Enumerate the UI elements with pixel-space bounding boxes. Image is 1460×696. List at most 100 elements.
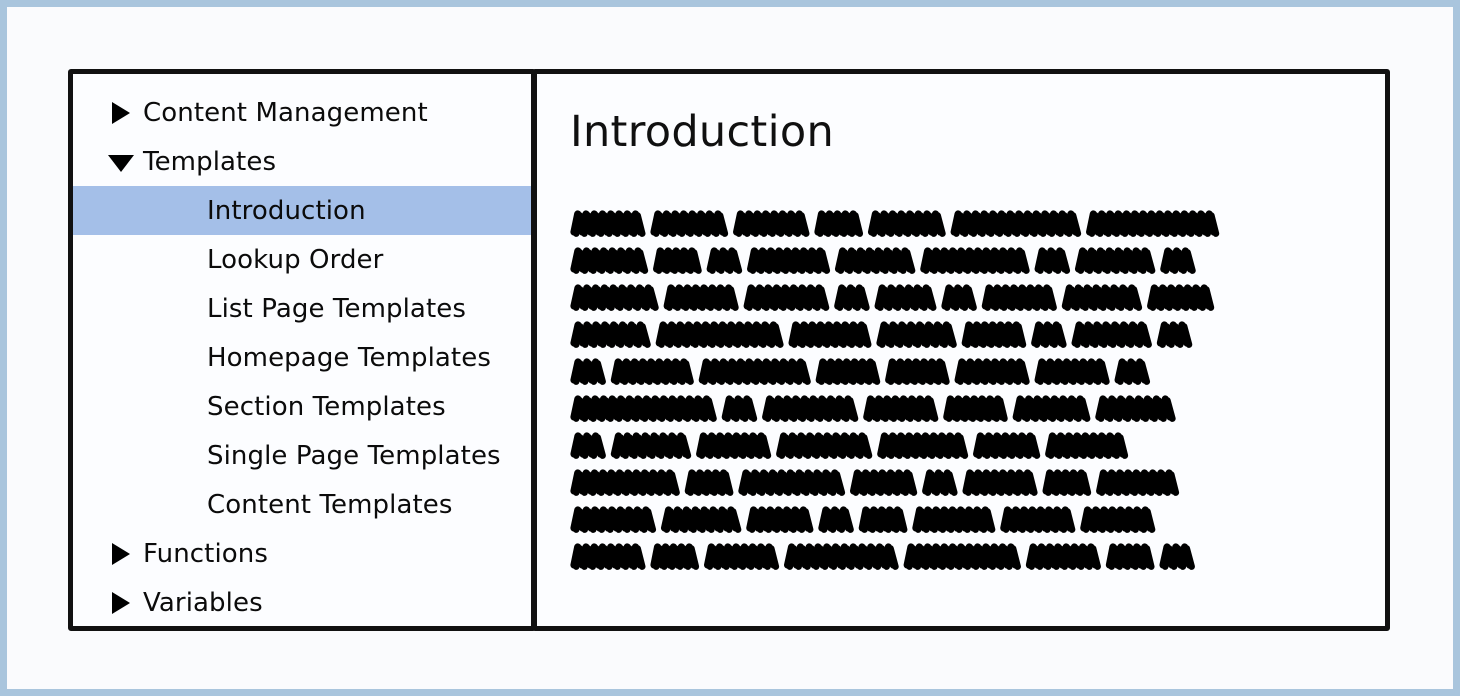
placeholder-word (698, 434, 772, 460)
placeholder-word (572, 212, 646, 238)
placeholder-word (746, 286, 830, 312)
placeholder-word (613, 360, 694, 386)
content-panel: Introduction (532, 69, 1390, 631)
sidebar-item-single-page-templates[interactable]: Single Page Templates (73, 431, 531, 480)
sidebar-item-content-templates[interactable]: Content Templates (73, 480, 531, 529)
placeholder-word (655, 249, 702, 275)
placeholder-word (984, 286, 1057, 312)
placeholder-word (724, 397, 758, 423)
sidebar-item-homepage-templates[interactable]: Homepage Templates (73, 333, 531, 382)
placeholder-word (1015, 397, 1091, 423)
placeholder-word (1088, 212, 1220, 238)
placeholder-text-line (570, 242, 1359, 279)
placeholder-word (613, 434, 692, 460)
sidebar-item-label: Homepage Templates (207, 342, 491, 373)
placeholder-word (943, 286, 977, 312)
sidebar-item-label: Lookup Order (207, 244, 384, 275)
placeholder-word (1082, 508, 1156, 534)
placeholder-word (879, 434, 969, 460)
sidebar-item-label: Functions (143, 538, 269, 569)
placeholder-text-line (570, 501, 1359, 538)
sidebar-item-introduction[interactable]: Introduction (73, 186, 531, 235)
placeholder-word (953, 212, 1082, 238)
sidebar-item-list-page-templates[interactable]: List Page Templates (73, 284, 531, 333)
sidebar-item-label: Templates (143, 146, 277, 177)
sidebar-item-label: Single Page Templates (207, 440, 501, 471)
placeholder-word (837, 249, 916, 275)
placeholder-word (870, 212, 946, 238)
placeholder-word (748, 508, 814, 534)
placeholder-word (572, 397, 717, 423)
placeholder-word (852, 471, 918, 497)
placeholder-word (658, 323, 784, 349)
placeholder-word (1117, 360, 1151, 386)
placeholder-word (964, 471, 1038, 497)
placeholder-word (820, 508, 854, 534)
placeholder-word (914, 508, 996, 534)
placeholder-word (572, 545, 646, 571)
triangle-down-icon[interactable] (108, 149, 134, 175)
placeholder-text-line (570, 390, 1359, 427)
placeholder-body-text (570, 205, 1359, 575)
placeholder-word (687, 471, 734, 497)
page-title: Introduction (570, 107, 834, 157)
placeholder-word (922, 249, 1030, 275)
placeholder-word (572, 249, 649, 275)
placeholder-word (701, 360, 811, 386)
placeholder-word (906, 545, 1021, 571)
sidebar-item-templates[interactable]: Templates (73, 137, 531, 186)
placeholder-word (964, 323, 1027, 349)
placeholder-word (749, 249, 831, 275)
placeholder-word (764, 397, 859, 423)
placeholder-word (1097, 397, 1176, 423)
placeholder-word (778, 434, 873, 460)
placeholder-word (1162, 249, 1196, 275)
triangle-right-icon[interactable] (108, 590, 134, 616)
placeholder-word (945, 397, 1008, 423)
placeholder-word (836, 286, 870, 312)
placeholder-word (572, 471, 680, 497)
placeholder-word (709, 249, 743, 275)
placeholder-word (816, 212, 864, 238)
placeholder-word (663, 508, 742, 534)
sidebar-item-functions[interactable]: Functions (73, 529, 531, 578)
placeholder-text-line (570, 353, 1359, 390)
placeholder-word (861, 508, 908, 534)
placeholder-text-line (570, 279, 1359, 316)
placeholder-word (818, 360, 881, 386)
placeholder-word (865, 397, 939, 423)
placeholder-word (786, 545, 899, 571)
placeholder-word (790, 323, 872, 349)
sidebar-item-label: Introduction (207, 195, 366, 226)
triangle-right-icon[interactable] (108, 541, 134, 567)
placeholder-word (735, 212, 810, 238)
placeholder-word (975, 434, 1041, 460)
placeholder-word (652, 545, 700, 571)
placeholder-word (924, 471, 958, 497)
placeholder-word (1098, 471, 1180, 497)
placeholder-word (666, 286, 739, 312)
placeholder-text-line (570, 427, 1359, 464)
placeholder-text-line (570, 316, 1359, 353)
placeholder-word (572, 286, 659, 312)
placeholder-word (1044, 471, 1092, 497)
placeholder-word (1002, 508, 1076, 534)
sidebar-item-section-templates[interactable]: Section Templates (73, 382, 531, 431)
sidebar-item-variables[interactable]: Variables (73, 578, 531, 626)
placeholder-word (1037, 360, 1110, 386)
sidebar-item-label: Content Management (143, 97, 428, 128)
placeholder-word (572, 360, 606, 386)
placeholder-word (652, 212, 729, 238)
sidebar-item-content-management[interactable]: Content Management (73, 88, 531, 137)
placeholder-text-line (570, 205, 1359, 242)
placeholder-word (878, 323, 957, 349)
sidebar-item-label: Section Templates (207, 391, 446, 422)
placeholder-word (1149, 286, 1215, 312)
placeholder-text-line (570, 538, 1359, 575)
placeholder-word (1047, 434, 1129, 460)
placeholder-text-line (570, 464, 1359, 501)
sidebar-item-lookup-order[interactable]: Lookup Order (73, 235, 531, 284)
triangle-right-icon[interactable] (108, 100, 134, 126)
